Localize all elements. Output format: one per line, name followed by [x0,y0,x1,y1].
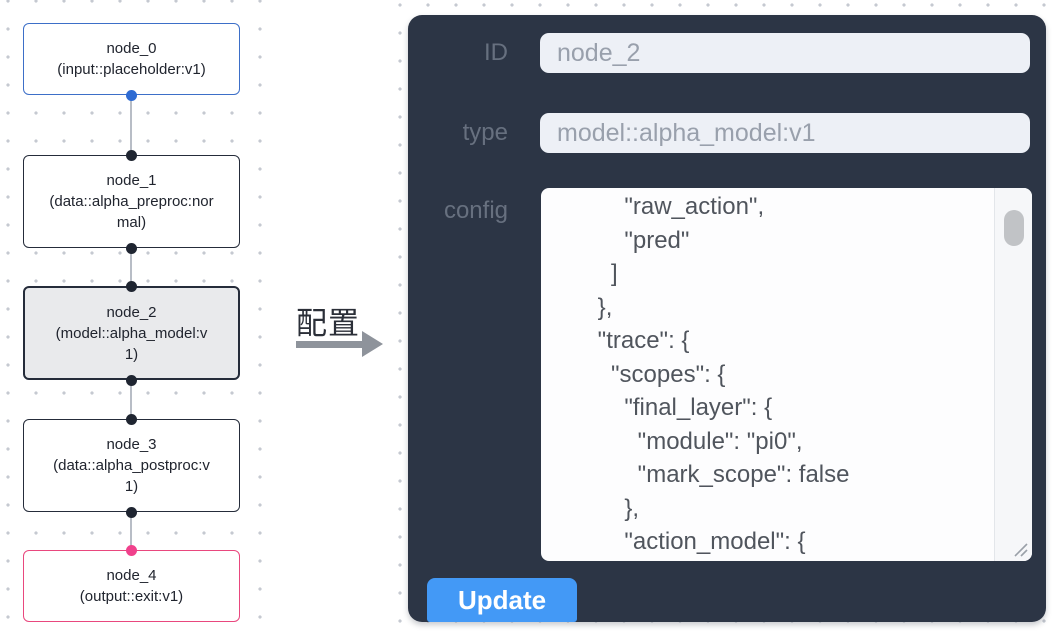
node-title: node_0 [106,40,157,57]
node-title: node_1 [106,172,157,189]
node-title: node_3 [106,436,157,453]
node-subtitle: (output::exit:v1) [79,588,184,605]
flow-node-node_0[interactable]: node_0 (input::placeholder:v1) [23,23,240,95]
id-input[interactable] [540,33,1030,73]
node-subtitle: (data::alpha_postproc:v1) [53,457,210,495]
node-title: node_2 [106,303,157,321]
config-annotation-label: 配置 [296,306,360,341]
node-config-panel: ID type config "raw_action", "pred" ] },… [408,15,1046,622]
port-node4-input[interactable] [126,545,137,556]
update-button[interactable]: Update [427,578,577,622]
flow-node-node_2-selected[interactable]: node_2 (model::alpha_model:v1) [23,286,240,380]
textarea-resize-grip-icon[interactable] [1011,540,1029,558]
flow-node-node_1[interactable]: node_1 (data::alpha_preproc:normal) [23,155,240,248]
port-node0-output[interactable] [126,90,137,101]
edge-node1-node2 [130,248,132,286]
type-input[interactable] [540,113,1030,153]
edge-node0-node1 [130,95,132,155]
port-node2-output[interactable] [126,375,137,386]
config-scrollbar-track[interactable] [994,188,1032,561]
port-node3-input[interactable] [126,414,137,425]
port-node1-input[interactable] [126,150,137,161]
port-node1-output[interactable] [126,243,137,254]
config-textarea[interactable]: "raw_action", "pred" ] }, "trace": { "sc… [541,188,1032,561]
edge-node2-node3 [130,380,132,419]
id-label: ID [484,39,508,66]
node-title: node_4 [106,567,157,584]
config-scrollbar-thumb[interactable] [1004,210,1024,246]
flow-node-node_3[interactable]: node_3 (data::alpha_postproc:v1) [23,419,240,512]
port-node2-input[interactable] [126,281,137,292]
config-json-text: "raw_action", "pred" ] }, "trace": { "sc… [597,193,850,555]
node-subtitle: (model::alpha_model:v1) [55,324,208,363]
port-node3-output[interactable] [126,507,137,518]
flow-node-node_4[interactable]: node_4 (output::exit:v1) [23,550,240,622]
edge-node3-node4 [130,512,132,550]
node-subtitle: (input::placeholder:v1) [57,61,206,78]
right-arrow-head-icon [362,331,383,357]
node-subtitle: (data::alpha_preproc:normal) [49,193,214,231]
right-arrow-icon [296,341,362,348]
config-label: config [443,197,508,224]
type-label: type [462,119,508,146]
